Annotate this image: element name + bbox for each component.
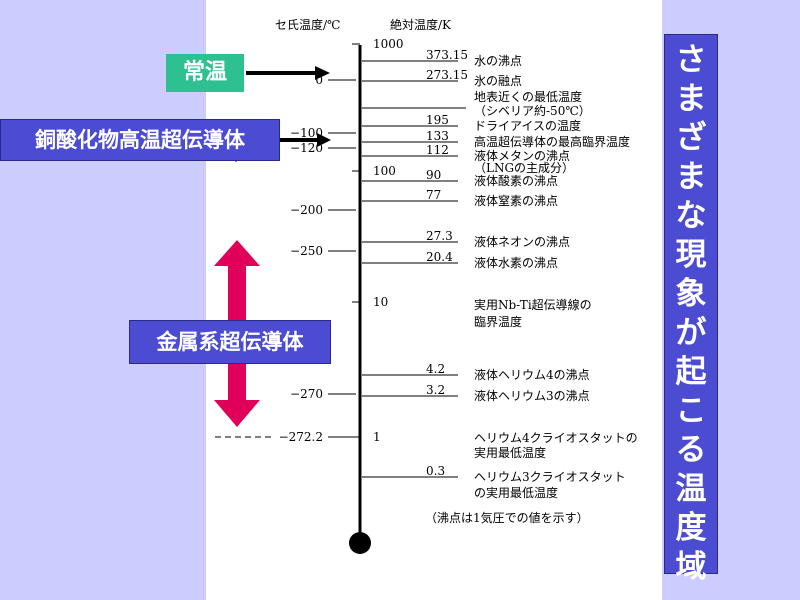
kelvin-header: 絶対温度/K <box>390 17 452 32</box>
phenomenon-label: 臨界温度 <box>474 314 522 329</box>
room-temp-arrow-head <box>315 66 330 80</box>
thermometer-bulb <box>349 532 371 554</box>
cuprate-arrow-head <box>317 133 331 147</box>
phenomenon-label: 液体窒素の沸点 <box>474 193 558 208</box>
phenomenon-label: （シベリア約-50℃） <box>474 103 591 118</box>
phenomenon-label: 地表近くの最低温度 <box>474 89 582 104</box>
metal-sc-text: 金属系超伝導体 <box>156 330 304 354</box>
phenomenon-kelvin: 373.15 <box>426 48 468 62</box>
phenomenon-kelvin: 0.3 <box>426 464 445 478</box>
metal-range-arrow-bottom <box>214 400 260 427</box>
phenomenon-label: 実用Nb-Ti超伝導線の <box>474 297 592 312</box>
phenomenon-label: 高温超伝導体の最高臨界温度 <box>474 134 630 149</box>
phenomenon-label: 実用最低温度 <box>474 445 546 460</box>
phenomenon-label: 氷の融点 <box>474 74 522 88</box>
footnote: （沸点は1気圧での値を示す） <box>425 510 589 525</box>
celsius-header: セ氏温度/℃ <box>275 17 340 32</box>
phenomenon-label: （LNGの主成分） <box>474 161 574 175</box>
celsius-scale: 0 −100−120 −200 −250 −270 −272.2 <box>235 73 356 444</box>
phenomenon-label: 液体水素の沸点 <box>474 255 558 270</box>
celsius-label: −100 <box>290 126 323 140</box>
cuprate-text: 銅酸化物高温超伝導体 <box>35 128 245 152</box>
room-temp-text: 常温 <box>182 60 227 85</box>
phenomenon-kelvin: 20.4 <box>426 250 453 264</box>
celsius-label: −200 <box>290 203 323 217</box>
diagram-panel <box>206 0 662 600</box>
phenomenon-kelvin: 27.3 <box>426 229 453 243</box>
phenomenon-label: 液体ネオンの沸点 <box>474 234 570 249</box>
phenomenon-kelvin: 133 <box>426 129 449 143</box>
phenomenon-kelvin: 3.2 <box>426 383 445 397</box>
phenomenon-label: ヘリウム4クライオスタットの <box>474 431 638 445</box>
phenomenon-label: ドライアイスの温度 <box>474 118 581 133</box>
phenomenon-label: 液体メタンの沸点 <box>474 148 570 163</box>
phenomenon-kelvin: 90 <box>426 168 441 182</box>
phenomenon-label: ヘリウム3クライオスタット <box>474 470 626 484</box>
celsius-label: −120 <box>290 141 323 155</box>
phenomenon-label: 水の沸点 <box>474 54 522 68</box>
phenomenon-kelvin: 4.2 <box>426 362 445 376</box>
room-temp-label: 常温 <box>166 54 244 92</box>
phenomenon-label: の実用最低温度 <box>474 485 558 500</box>
phenomenon-kelvin: 112 <box>426 143 449 157</box>
kelvin-major-label: 1000 <box>373 37 404 51</box>
celsius-label: −270 <box>290 387 323 401</box>
vertical-title: さまざまな現象が起こる温度域 <box>675 42 707 585</box>
kelvin-major-label: 10 <box>373 295 388 309</box>
phenomenon-label: 液体ヘリウム4の沸点 <box>474 367 590 382</box>
phenomena-list: 373.15 水の沸点 273.15 氷の融点地表近くの最低温度（シベリア約-50℃）… <box>362 48 638 500</box>
kelvin-major-label: 1 <box>373 430 381 444</box>
phenomenon-kelvin: 195 <box>426 113 449 127</box>
phenomenon-kelvin: 77 <box>426 188 441 202</box>
celsius-label: 0 <box>315 73 323 87</box>
phenomenon-kelvin: 273.15 <box>426 68 468 82</box>
phenomenon-label: 液体ヘリウム3の沸点 <box>474 388 590 403</box>
metal-sc-label: 金属系超伝導体 <box>129 320 331 364</box>
celsius-label: −250 <box>290 244 323 258</box>
kelvin-major-label: 100 <box>373 164 396 178</box>
title-box: さまざまな現象が起こる温度域 <box>664 34 718 585</box>
cuprate-label: 銅酸化物高温超伝導体 <box>0 119 280 161</box>
metal-range-arrow-top <box>214 240 260 266</box>
celsius-label: −272.2 <box>279 430 323 444</box>
phenomenon-label: 液体酸素の沸点 <box>474 173 558 188</box>
kelvin-scale: 1000 100 10 1 <box>352 37 404 444</box>
